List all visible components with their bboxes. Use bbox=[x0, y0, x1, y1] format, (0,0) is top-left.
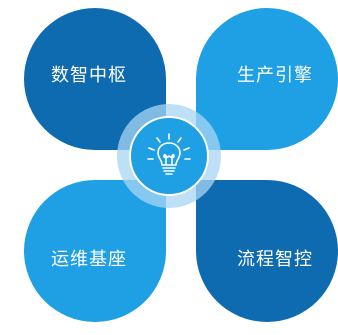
quadrant-top-left: 数智中枢 bbox=[24, 8, 166, 150]
center-hub bbox=[129, 116, 209, 196]
quadrant-label: 流程智控 bbox=[237, 249, 313, 270]
center-hub-ring bbox=[117, 104, 221, 208]
quadrant-bottom-right: 流程智控 bbox=[196, 180, 338, 322]
lightbulb-icon bbox=[147, 133, 191, 175]
quadrant-label: 数智中枢 bbox=[51, 65, 127, 86]
quadrant-top-right: 生产引擎 bbox=[196, 8, 338, 150]
quadrant-bottom-left: 运维基座 bbox=[24, 180, 166, 322]
quadrant-label: 生产引擎 bbox=[237, 65, 313, 86]
quadrant-label: 运维基座 bbox=[51, 249, 127, 270]
